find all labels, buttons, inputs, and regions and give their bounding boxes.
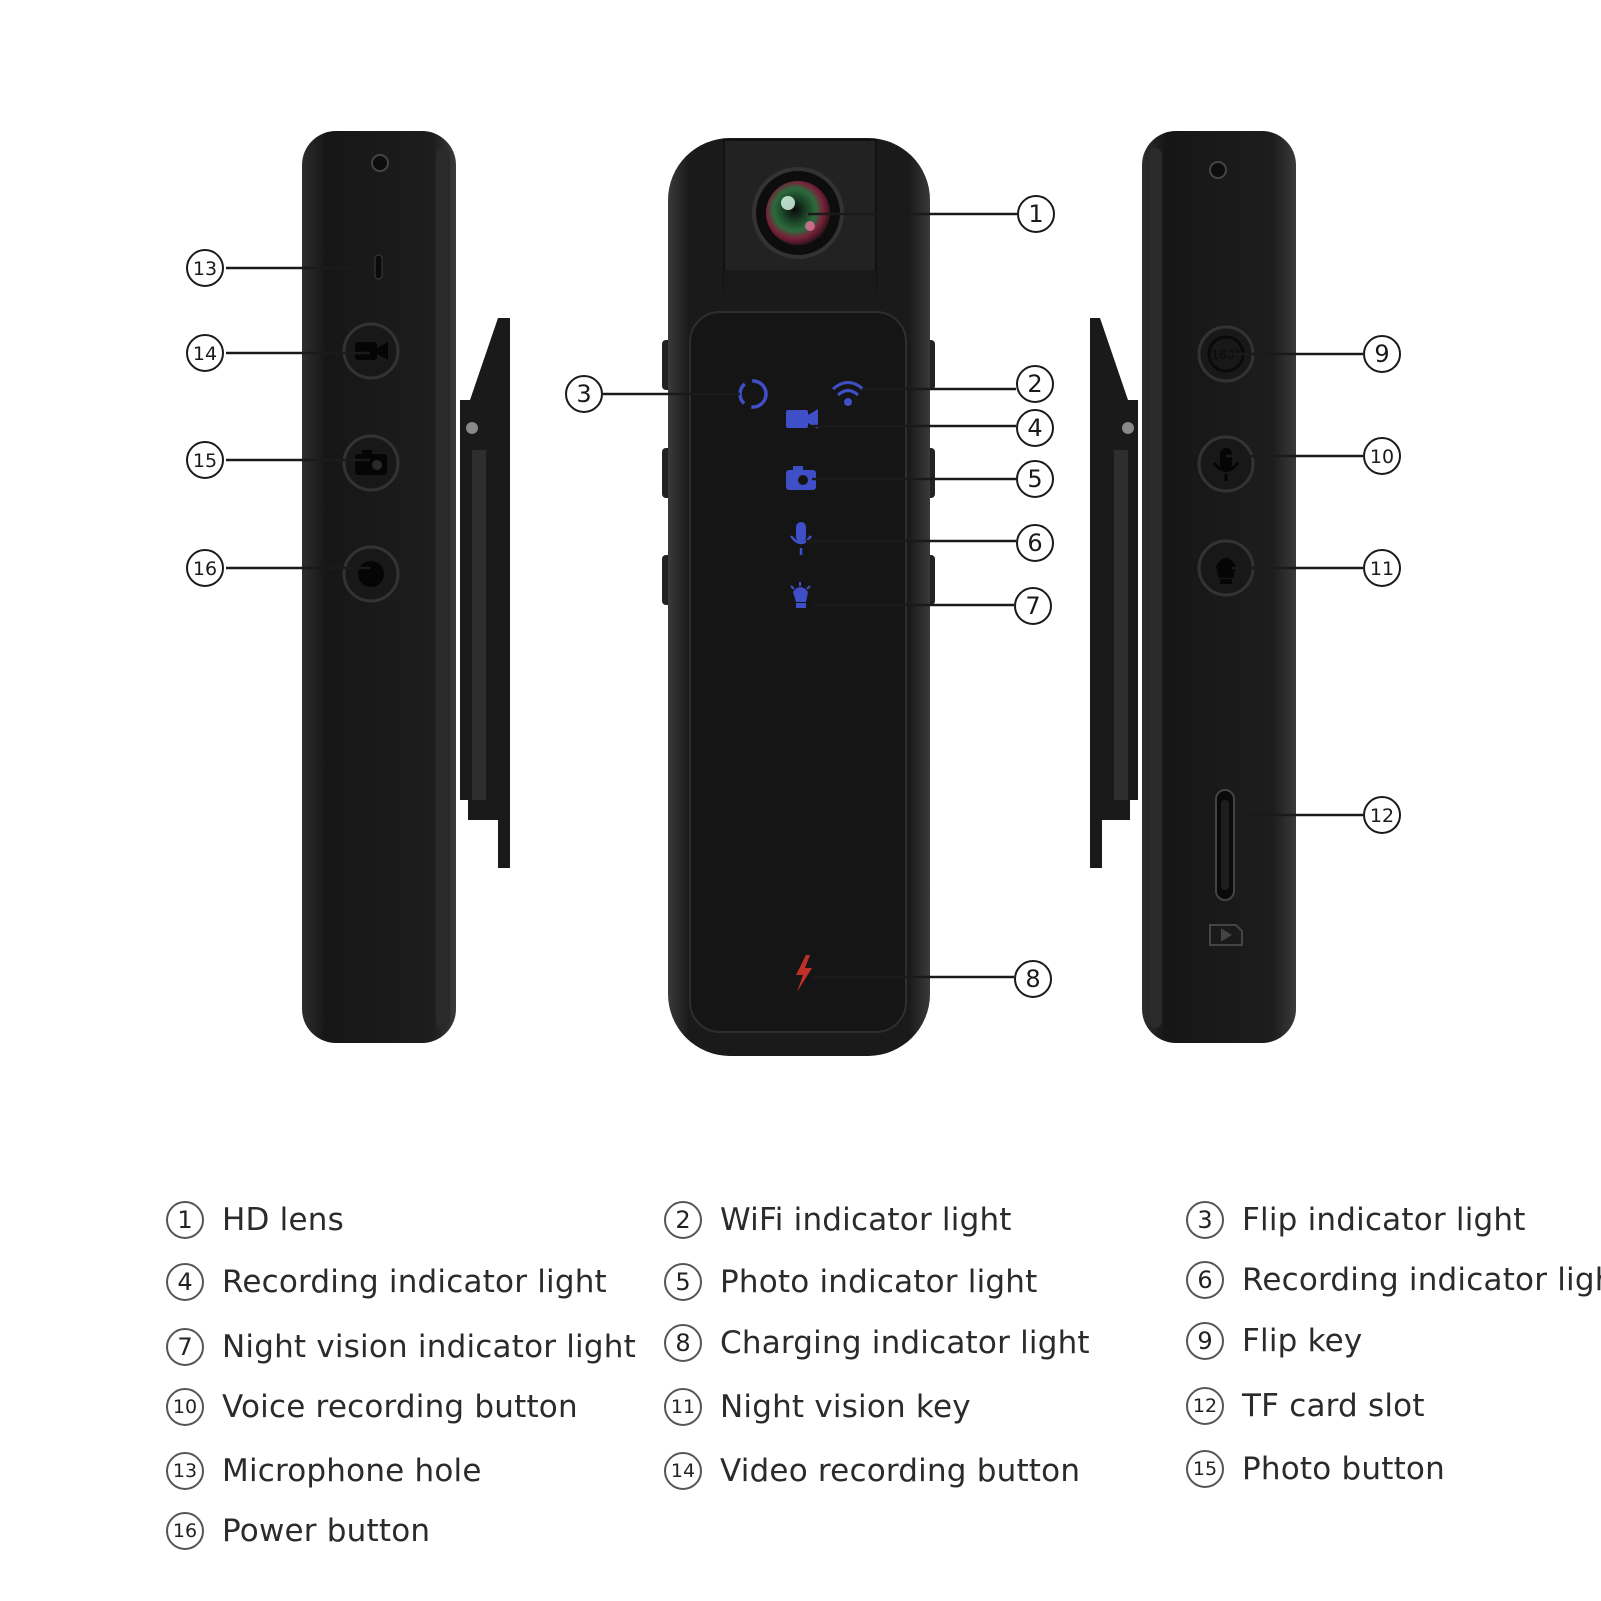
callout-8-num: 8 [1025, 965, 1040, 993]
left-clip-strip [472, 450, 486, 800]
video-recording-button[interactable] [342, 322, 400, 380]
power-dot-icon [358, 561, 384, 587]
left-side-view [302, 131, 510, 1043]
callout-15: 15 [186, 441, 224, 479]
callout-4-num: 4 [1027, 414, 1042, 442]
bulb-icon [1216, 558, 1236, 584]
callout-9-num: 9 [1374, 340, 1389, 368]
callout-15-num: 15 [193, 450, 217, 472]
left-body-edge [436, 148, 450, 1028]
microphone-indicator-icon [789, 522, 813, 555]
callout-11: 11 [1363, 549, 1401, 587]
callout-5: 5 [1016, 460, 1054, 498]
callout-13: 13 [186, 249, 224, 287]
callout-16: 16 [186, 549, 224, 587]
callout-14: 14 [186, 334, 224, 372]
callout-11-num: 11 [1370, 558, 1394, 580]
left-screw-icon [371, 154, 389, 172]
right-clip-pivot [1122, 422, 1134, 434]
wifi-icon [832, 381, 864, 406]
callout-4: 4 [1016, 409, 1054, 447]
tf-card-icon [1209, 924, 1243, 946]
callout-1-num: 1 [1028, 200, 1043, 228]
callout-1: 1 [1017, 195, 1055, 233]
callout-7-num: 7 [1025, 592, 1040, 620]
front-view [662, 138, 935, 1056]
power-button[interactable] [342, 545, 400, 603]
right-body-edge [1148, 148, 1162, 1028]
night-vision-key[interactable] [1197, 539, 1255, 597]
right-side-view: 180° [1090, 131, 1296, 1043]
callout-14-num: 14 [193, 343, 217, 365]
left-clip-pivot [466, 422, 478, 434]
callout-6-num: 6 [1027, 529, 1042, 557]
recording-indicator-icon [786, 409, 818, 429]
charging-bolt-icon [796, 955, 812, 992]
front-panel [689, 311, 907, 1033]
callout-6: 6 [1016, 524, 1054, 562]
callout-8: 8 [1014, 960, 1052, 998]
callout-12-num: 12 [1370, 805, 1394, 827]
callouts: 1 2 3 4 5 6 7 8 9 10 11 12 13 14 15 16 [186, 195, 1401, 998]
callout-13-num: 13 [193, 258, 217, 280]
callout-16-num: 16 [193, 558, 217, 580]
hd-lens [752, 167, 844, 259]
photo-button[interactable] [342, 434, 400, 492]
callout-10-num: 10 [1370, 446, 1394, 468]
callout-2-num: 2 [1027, 370, 1042, 398]
night-vision-indicator-icon [790, 582, 811, 608]
callout-5-num: 5 [1027, 465, 1042, 493]
lens-housing-base [724, 270, 876, 294]
callout-3-num: 3 [576, 380, 591, 408]
right-clip-strip [1114, 450, 1128, 800]
video-camera-icon [355, 342, 388, 360]
microphone-icon [1212, 448, 1240, 481]
leader-lines [226, 212, 1363, 979]
callout-9: 9 [1363, 335, 1401, 373]
callout-2: 2 [1016, 365, 1054, 403]
voice-recording-button[interactable] [1197, 435, 1255, 493]
photo-indicator-icon [786, 466, 816, 490]
callout-12: 12 [1363, 796, 1401, 834]
callout-7: 7 [1014, 587, 1052, 625]
tf-card-slot[interactable] [1215, 789, 1235, 901]
microphone-hole [374, 254, 383, 280]
right-screw-icon [1209, 161, 1227, 179]
callout-10: 10 [1363, 437, 1401, 475]
callout-3: 3 [565, 375, 603, 413]
